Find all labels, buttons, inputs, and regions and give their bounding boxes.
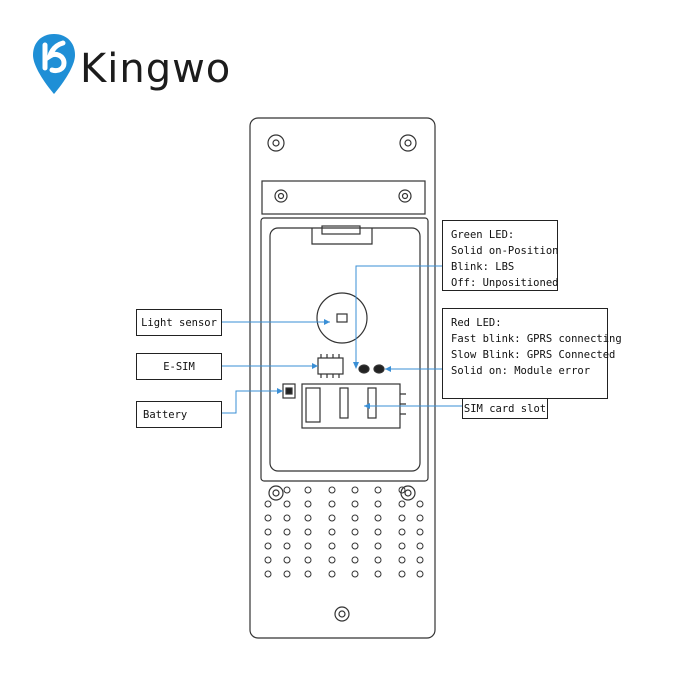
grille-hole xyxy=(283,500,291,508)
grille-hole xyxy=(283,570,291,578)
speaker-grille xyxy=(264,486,424,578)
grille-hole xyxy=(351,570,359,578)
grille-hole xyxy=(304,486,312,494)
grille-hole xyxy=(416,500,424,508)
grille-hole xyxy=(304,556,312,564)
red-led-slow-blink: Slow Blink: GPRS Connected xyxy=(451,349,616,361)
grille-hole xyxy=(283,514,291,522)
grille-hole xyxy=(351,528,359,536)
grille-hole xyxy=(374,556,382,564)
esim-callout: E-SIM xyxy=(136,353,222,380)
grille-hole xyxy=(264,500,272,508)
grille-hole xyxy=(328,528,336,536)
grille-hole xyxy=(374,486,382,494)
grille-hole xyxy=(328,486,336,494)
top-panel xyxy=(261,180,426,215)
grille-hole xyxy=(374,528,382,536)
red-led-callout: Red LED: Fast blink: GPRS connecting Slo… xyxy=(442,308,622,399)
esim-chip xyxy=(317,357,344,375)
grille-hole xyxy=(304,514,312,522)
grille-hole xyxy=(398,542,406,550)
grille-hole xyxy=(328,500,336,508)
grille-hole xyxy=(283,486,291,494)
grille-hole xyxy=(304,528,312,536)
sim-slot-label: SIM card slot xyxy=(463,402,547,415)
kingwo-logo-icon xyxy=(33,34,75,94)
grille-hole xyxy=(374,570,382,578)
light-sensor-callout: Light sensor xyxy=(136,309,222,336)
grille-hole xyxy=(351,486,359,494)
top-right-screw-hole xyxy=(399,134,417,152)
grille-hole xyxy=(398,528,406,536)
light-sensor xyxy=(316,292,368,344)
bottom-screw-hole xyxy=(334,606,350,622)
grille-hole xyxy=(264,528,272,536)
green-led-blink: Blink: LBS xyxy=(451,261,515,273)
grille-hole xyxy=(398,514,406,522)
grille-hole xyxy=(304,570,312,578)
grille-hole xyxy=(351,500,359,508)
top-left-screw-hole xyxy=(267,134,285,152)
green-led-off: Off: Unpositioned xyxy=(451,277,559,289)
grille-hole xyxy=(351,556,359,564)
grille-hole xyxy=(283,542,291,550)
grille-hole xyxy=(416,556,424,564)
grille-hole xyxy=(283,528,291,536)
grille-hole xyxy=(374,542,382,550)
grille-hole xyxy=(264,556,272,564)
red-led-fast-blink: Fast blink: GPRS connecting xyxy=(451,333,622,345)
grille-hole xyxy=(351,542,359,550)
grille-hole xyxy=(398,486,406,494)
green-led-callout: Green LED: Solid on-Position Blink: LBS … xyxy=(442,220,558,291)
inner-housing xyxy=(260,217,429,482)
grille-hole xyxy=(328,514,336,522)
grille-hole xyxy=(398,556,406,564)
sim-slot-callout: SIM card slot xyxy=(462,398,548,419)
grille-hole xyxy=(328,570,336,578)
grille-hole xyxy=(416,542,424,550)
grille-hole xyxy=(328,556,336,564)
battery-pointer xyxy=(222,390,283,414)
grille-hole xyxy=(304,542,312,550)
light-sensor-label: Light sensor xyxy=(141,316,217,329)
grille-hole xyxy=(416,570,424,578)
grille-hole xyxy=(351,514,359,522)
green-led xyxy=(358,364,370,374)
green-led-solid: Solid on-Position xyxy=(451,245,559,257)
device-enclosure xyxy=(249,117,436,639)
battery-label: Battery xyxy=(143,408,188,421)
grille-hole xyxy=(304,500,312,508)
green-led-title: Green LED: xyxy=(451,229,515,241)
esim-label: E-SIM xyxy=(163,360,195,373)
brand-name: Kingwo xyxy=(80,46,232,92)
grille-hole xyxy=(264,542,272,550)
red-led-title: Red LED: xyxy=(451,317,502,329)
grille-hole xyxy=(264,514,272,522)
battery-callout: Battery xyxy=(136,401,222,428)
grille-hole xyxy=(328,542,336,550)
grille-hole xyxy=(283,556,291,564)
grille-hole xyxy=(398,500,406,508)
grille-hole xyxy=(264,570,272,578)
grille-hole xyxy=(398,570,406,578)
grille-hole xyxy=(416,514,424,522)
red-led-solid: Solid on: Module error xyxy=(451,365,591,377)
grille-hole xyxy=(374,514,382,522)
red-led xyxy=(373,364,385,374)
grille-hole xyxy=(416,528,424,536)
green-led-pointer xyxy=(355,265,442,366)
grille-hole xyxy=(374,500,382,508)
